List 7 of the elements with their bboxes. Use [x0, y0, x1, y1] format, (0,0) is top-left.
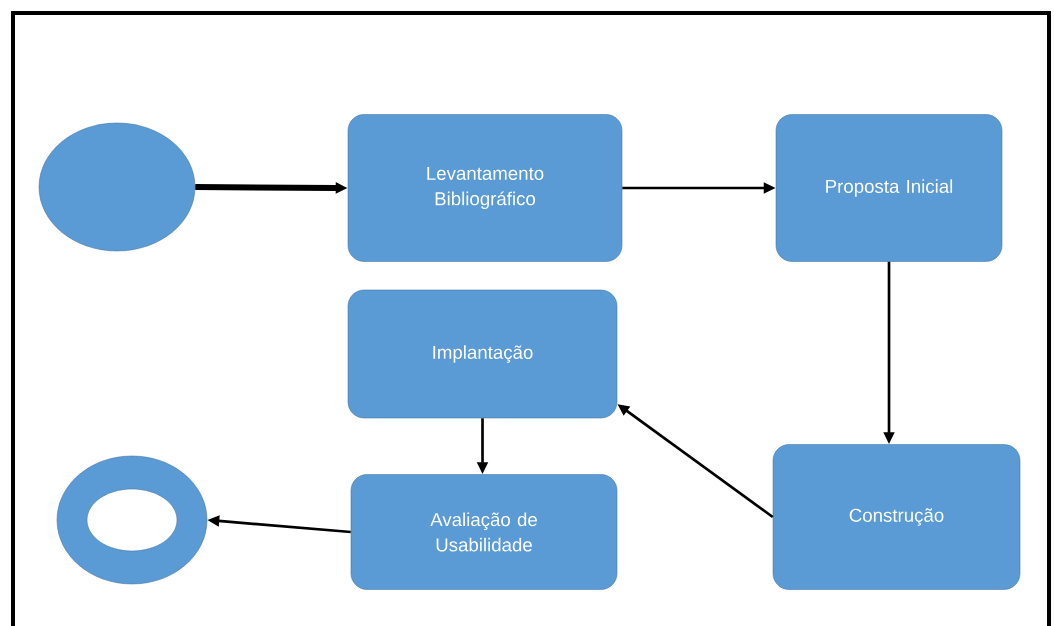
- start-circle: [38, 122, 196, 252]
- process-box: Levantamento Bibliográfico: [347, 114, 623, 262]
- process-box: Avaliação de Usabilidade: [350, 474, 618, 590]
- end-ring: [56, 455, 208, 585]
- process-box: Implantação: [347, 289, 618, 419]
- process-box: Construção: [772, 444, 1021, 590]
- process-box: Proposta Inicial: [775, 114, 1003, 262]
